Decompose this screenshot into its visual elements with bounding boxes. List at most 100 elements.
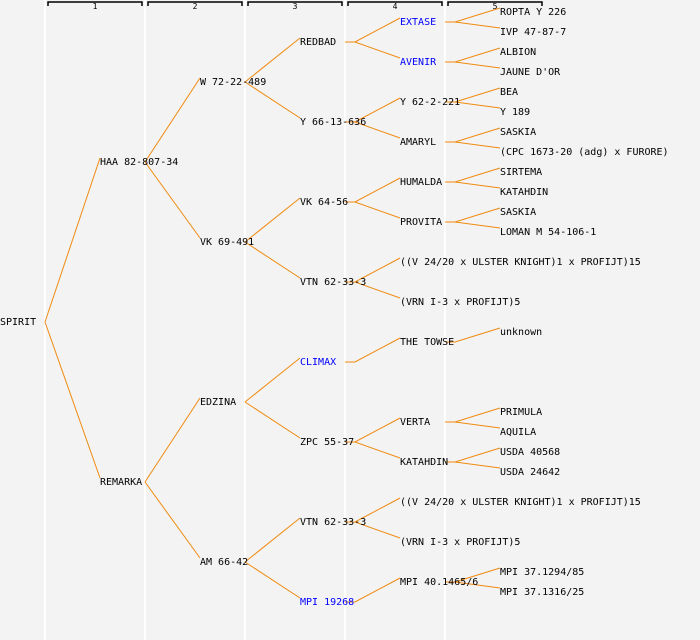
pedigree-edge: [345, 281, 401, 299]
ancestor-label-gen4: ((V 24/20 x ULSTER KNIGHT)1 x PROFIJT)15: [400, 497, 641, 508]
pedigree-labels: SPIRIT HAA 82-807-34 W 72-22-489 REDBAD EXTA…: [0, 7, 669, 608]
ancestor-label-gen3[interactable]: MPI 19268: [300, 597, 354, 608]
ancestor-label-gen2: AM 66-42: [200, 557, 248, 568]
ancestor-label-gen5: ROPTA Y 226: [500, 7, 566, 18]
ancestor-label-gen4: (VRN I-3 x PROFIJT)5: [400, 537, 520, 548]
ancestor-label-gen5: SASKIA: [500, 207, 536, 218]
pedigree-edge: [244, 357, 301, 403]
ancestor-label-gen5: IVP 47-87-7: [500, 27, 566, 38]
pedigree-edge: [244, 81, 301, 119]
pedigree-edge: [144, 161, 201, 239]
pedigree-edges: [44, 7, 501, 603]
ancestor-label-gen5: unknown: [500, 327, 542, 338]
generation-ruler: [447, 1, 543, 6]
pedigree-edge: [445, 21, 501, 29]
pedigree-edge: [445, 581, 501, 589]
pedigree-edge: [445, 127, 501, 143]
ancestor-label-gen2: W 72-22-489: [200, 77, 266, 88]
pedigree-edge: [345, 177, 401, 203]
ancestor-label-gen4: Y 62-2-221: [400, 97, 460, 108]
ancestor-label-gen5: USDA 24642: [500, 467, 560, 478]
ancestor-label-gen4[interactable]: EXTASE: [400, 17, 436, 28]
pedigree-edge: [345, 441, 401, 459]
ancestor-label-gen2: EDZINA: [200, 397, 236, 408]
ancestor-label-gen5: USDA 40568: [500, 447, 560, 458]
ancestor-label-gen2: VK 69-491: [200, 237, 254, 248]
pedigree-edge: [445, 421, 501, 429]
ancestor-label-gen4: THE TOWSE: [400, 337, 454, 348]
column-separators: [44, 0, 446, 640]
pedigree-edge: [445, 407, 501, 423]
ancestor-label-gen5: ALBION: [500, 47, 536, 58]
pedigree-edge: [445, 221, 501, 229]
pedigree-edge: [445, 207, 501, 223]
pedigree-edge: [244, 561, 301, 599]
pedigree-edge: [345, 337, 401, 363]
pedigree-edge: [445, 461, 501, 469]
generation-number: 2: [193, 2, 198, 11]
ancestor-label-gen5: JAUNE D'OR: [500, 67, 561, 78]
pedigree-edge: [244, 401, 301, 439]
generation-number: 3: [293, 2, 298, 11]
pedigree-edge: [445, 47, 501, 63]
pedigree-edge: [44, 157, 101, 323]
pedigree-edge: [445, 141, 501, 149]
ancestor-label-gen5: LOMAN M 54-106-1: [500, 227, 596, 238]
pedigree-edge: [144, 77, 201, 163]
pedigree-edge: [144, 481, 201, 559]
ancestor-label-gen5: BEA: [500, 87, 518, 98]
pedigree-edge: [244, 197, 301, 243]
pedigree-edge: [244, 517, 301, 563]
ancestor-label-gen4: AMARYL: [400, 137, 436, 148]
ancestor-label-gen3: VK 64-56: [300, 197, 348, 208]
ancestor-label-gen5: PRIMULA: [500, 407, 542, 418]
generation-number: 1: [93, 2, 98, 11]
pedigree-edge: [44, 321, 101, 479]
generation-ruler: [247, 1, 343, 6]
pedigree-edge: [244, 241, 301, 279]
ancestor-label-gen5: (CPC 1673-20 (adg) x FURORE): [500, 147, 669, 158]
pedigree-edge: [345, 521, 401, 539]
root-label: SPIRIT: [0, 317, 36, 328]
pedigree-edge: [345, 577, 401, 603]
generation-number: 5: [493, 2, 498, 11]
ancestor-label-gen1: REMARKA: [100, 477, 142, 488]
pedigree-edge: [144, 397, 201, 483]
ancestor-label-gen3: ZPC 55-37: [300, 437, 354, 448]
ancestor-label-gen4: KATAHDIN: [400, 457, 448, 468]
pedigree-edge: [345, 201, 401, 219]
ancestor-label-gen1: HAA 82-807-34: [100, 157, 178, 168]
ancestor-label-gen3: REDBAD: [300, 37, 336, 48]
generation-number: 4: [393, 2, 398, 11]
generation-rulers: 1 2 3 4 5: [47, 1, 543, 11]
ancestor-label-gen5: MPI 37.1316/25: [500, 587, 584, 598]
pedigree-edge: [445, 167, 501, 183]
pedigree-edge: [445, 327, 501, 343]
pedigree-edge: [345, 17, 401, 43]
ancestor-label-gen5: SIRTEMA: [500, 167, 542, 178]
pedigree-edge: [345, 121, 401, 139]
pedigree-edge: [445, 181, 501, 189]
ancestor-label-gen4[interactable]: AVENIR: [400, 57, 437, 68]
pedigree-edge: [345, 41, 401, 59]
ancestor-label-gen4: ((V 24/20 x ULSTER KNIGHT)1 x PROFIJT)15: [400, 257, 641, 268]
ancestor-label-gen4: VERTA: [400, 417, 430, 428]
ancestor-label-gen5: MPI 37.1294/85: [500, 567, 584, 578]
generation-ruler: [47, 1, 143, 6]
ancestor-label-gen5: AQUILA: [500, 427, 536, 438]
ancestor-label-gen4: HUMALDA: [400, 177, 442, 188]
pedigree-edge: [445, 7, 501, 23]
generation-ruler: [147, 1, 243, 6]
ancestor-label-gen3: Y 66-13-636: [300, 117, 366, 128]
ancestor-label-gen3: VTN 62-33-3: [300, 277, 366, 288]
ancestor-label-gen4: (VRN I-3 x PROFIJT)5: [400, 297, 520, 308]
pedigree-edge: [445, 447, 501, 463]
ancestor-label-gen3[interactable]: CLIMAX: [300, 357, 336, 368]
ancestor-label-gen3: VTN 62-33-3: [300, 517, 366, 528]
ancestor-label-gen4: MPI 40.1465/6: [400, 577, 478, 588]
ancestor-label-gen5: Y 189: [500, 107, 530, 118]
ancestor-label-gen5: SASKIA: [500, 127, 536, 138]
ancestor-label-gen5: KATAHDIN: [500, 187, 548, 198]
pedigree-edge: [244, 37, 301, 83]
